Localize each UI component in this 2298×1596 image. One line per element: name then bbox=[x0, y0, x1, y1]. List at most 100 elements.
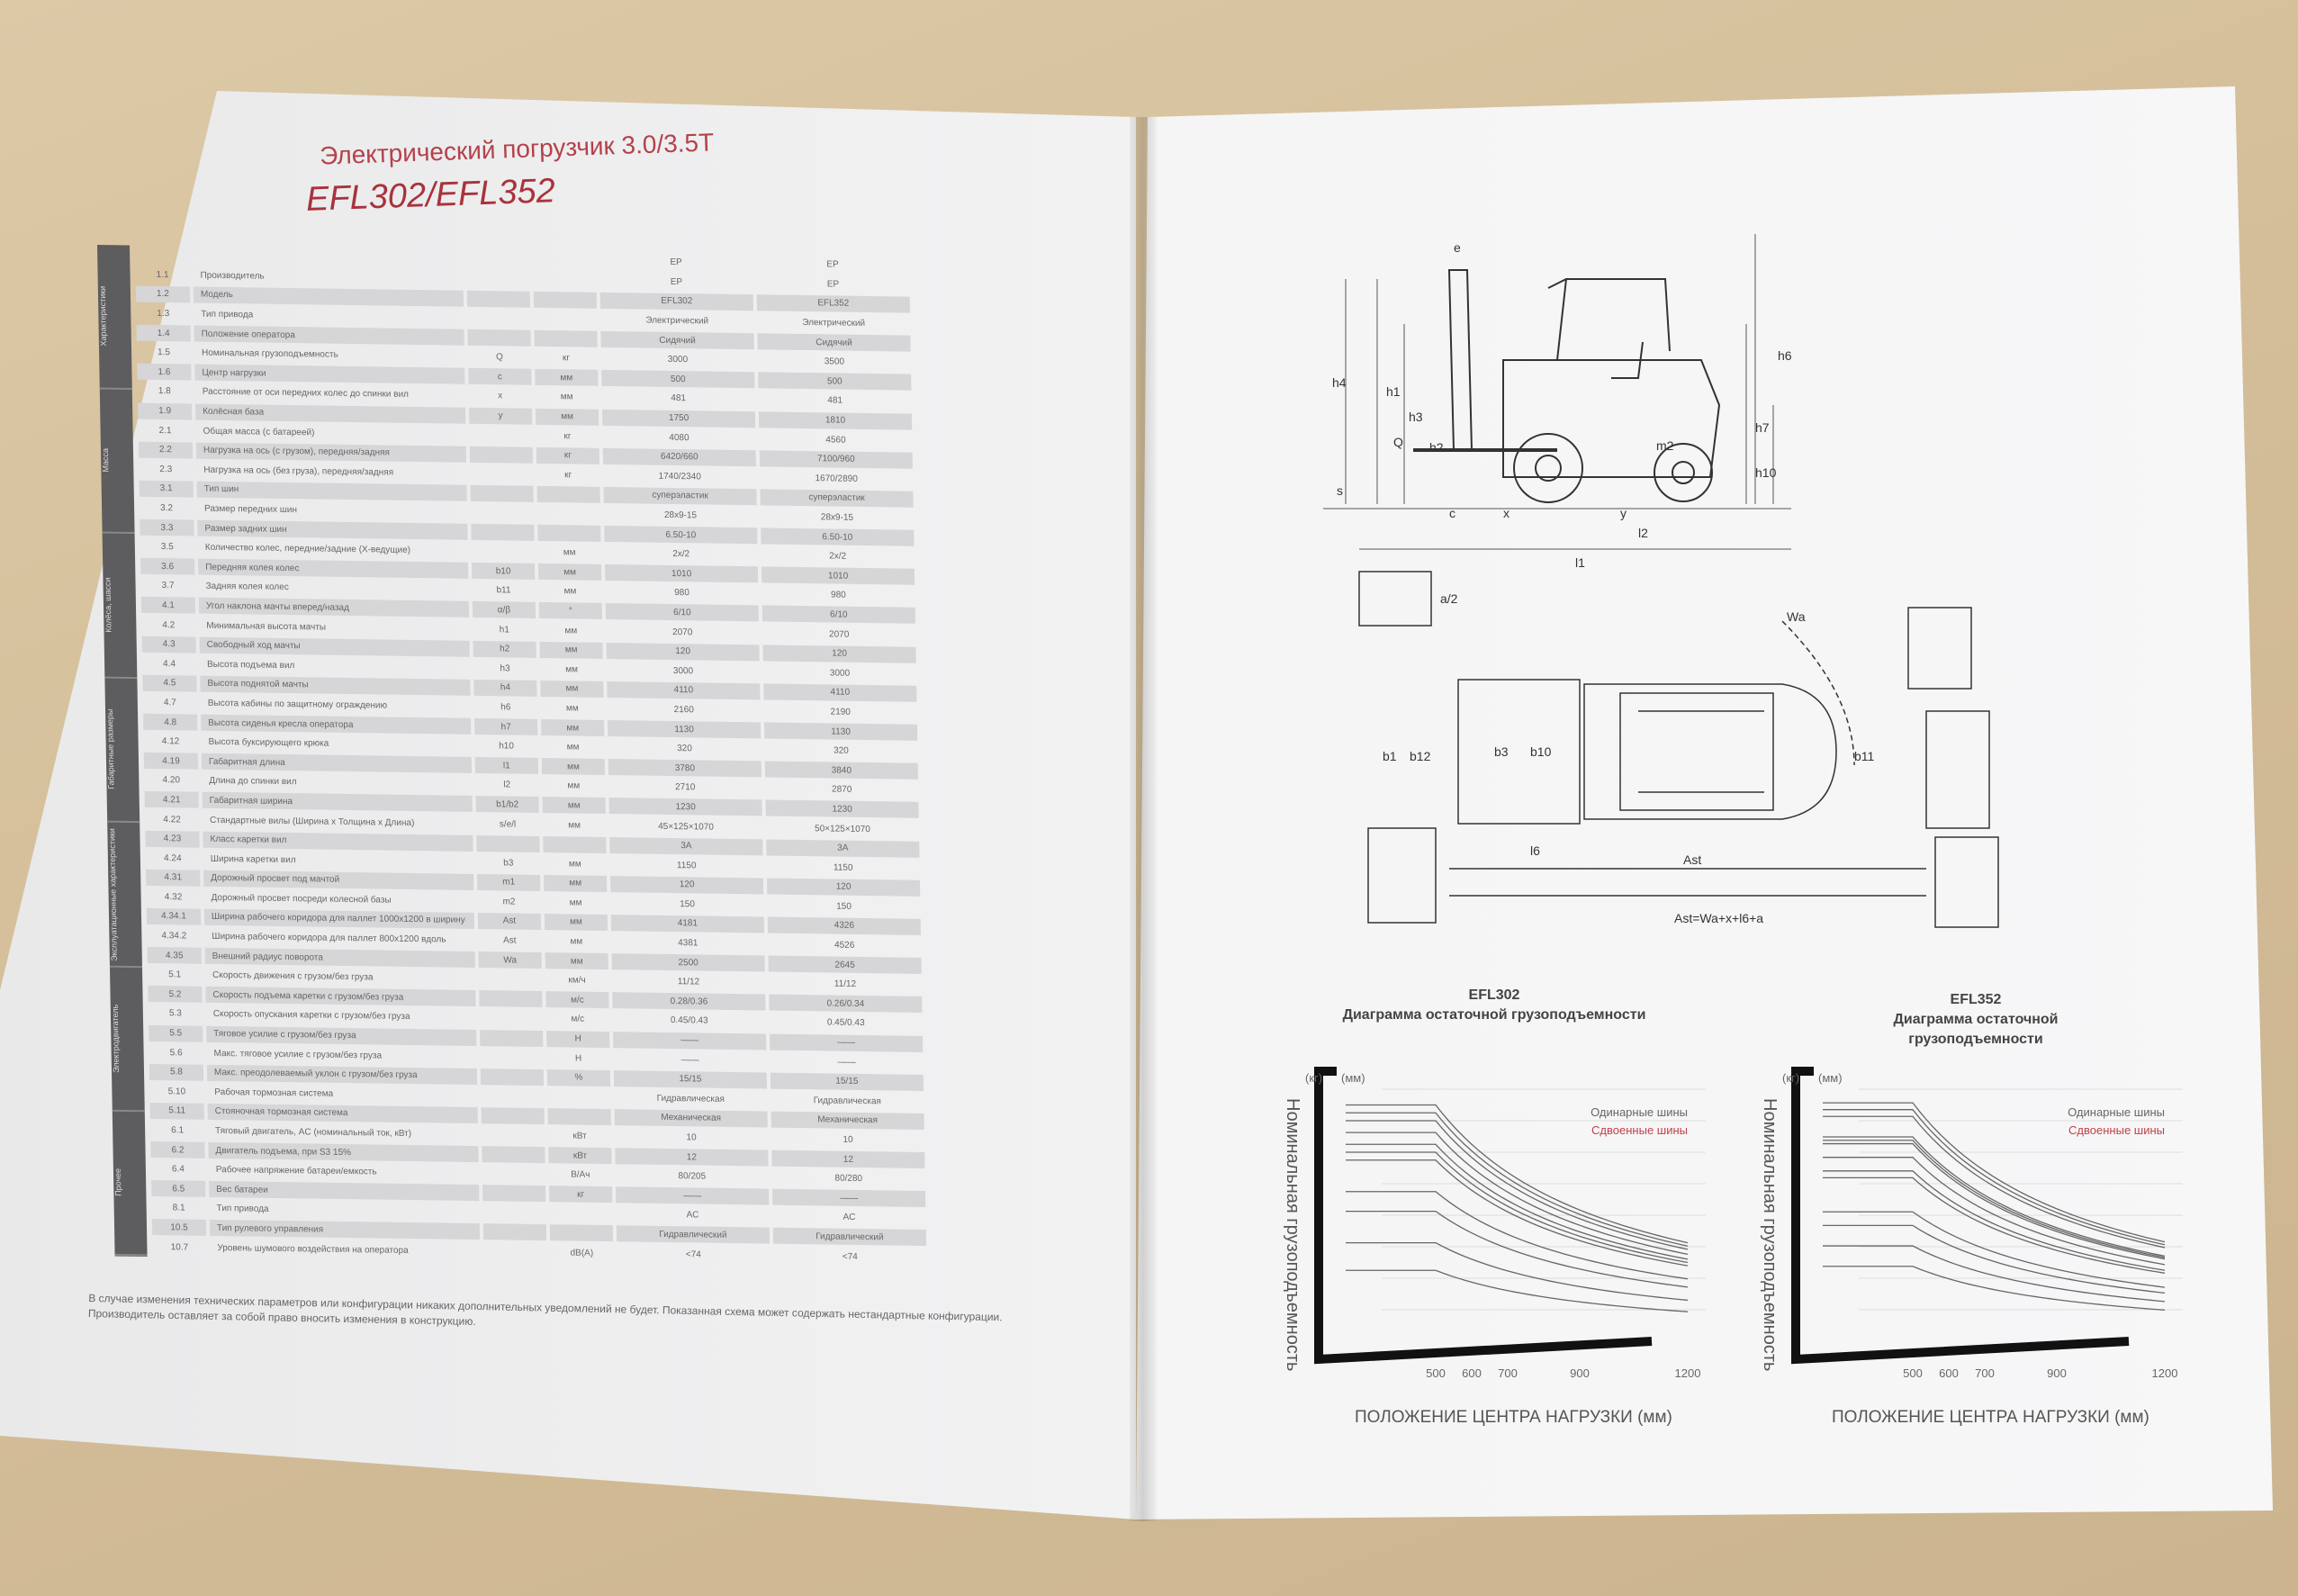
capacity-curve bbox=[1823, 1102, 2166, 1243]
row-number: 5.8 bbox=[149, 1063, 204, 1081]
row-symbol: h6 bbox=[500, 702, 511, 713]
row-label: Скорость движения с грузом/без груза bbox=[212, 970, 374, 983]
row-label: Тип привода bbox=[216, 1204, 269, 1215]
row-label: Свободный ход мачты bbox=[199, 636, 470, 657]
row-symbol bbox=[476, 834, 540, 852]
row-label: Вес батареи bbox=[209, 1181, 480, 1202]
section-label: Прочее bbox=[112, 1111, 148, 1257]
row-label: Двигатель подъема, при S3 15% bbox=[208, 1141, 479, 1163]
row-number: 2.1 bbox=[158, 425, 172, 436]
value-efl302: —— bbox=[613, 1031, 767, 1050]
row-number: 4.34.2 bbox=[161, 931, 187, 942]
dimension-label: b1 bbox=[1383, 749, 1397, 763]
header-model-1: EP bbox=[670, 257, 682, 268]
row-label: Высота сиденья кресла оператора bbox=[201, 714, 472, 735]
dimension-label: h3 bbox=[1409, 410, 1423, 424]
y-axis-label: Номинальная грузоподъемность bbox=[1760, 1098, 1780, 1371]
value-efl352: —— bbox=[837, 1057, 856, 1068]
row-label: Тяговое усилие с грузом/без груза bbox=[206, 1025, 477, 1046]
x-axis-label: ПОЛОЖЕНИЕ ЦЕНТРА НАГРУЗКИ (мм) bbox=[1832, 1408, 2149, 1427]
row-unit: м/с bbox=[545, 991, 609, 1009]
value-efl352: 12 bbox=[771, 1150, 925, 1169]
row-unit bbox=[549, 1205, 612, 1222]
y-unit: (кг) bbox=[1782, 1071, 1799, 1085]
row-symbol: m1 bbox=[477, 873, 541, 891]
row-label: Длина до спинки вил bbox=[209, 776, 297, 788]
row-symbol bbox=[466, 290, 531, 308]
value-efl352: —— bbox=[772, 1188, 926, 1208]
row-number: 4.34.1 bbox=[146, 907, 202, 925]
row-label: Высота буксирующего крюка bbox=[208, 736, 329, 749]
value-efl352: 120 bbox=[762, 645, 916, 663]
row-number: 4.22 bbox=[163, 814, 181, 825]
row-symbol bbox=[480, 1049, 543, 1066]
capacity-curve bbox=[1823, 1142, 2166, 1260]
capacity-curve bbox=[1346, 1210, 1689, 1288]
row-symbol bbox=[481, 1107, 545, 1125]
row-symbol: b11 bbox=[496, 585, 511, 596]
row-number: 1.1 bbox=[156, 269, 169, 281]
row-symbol bbox=[469, 427, 532, 444]
row-unit bbox=[547, 1108, 611, 1126]
value-efl352: 50×125×1070 bbox=[815, 823, 870, 834]
row-symbol bbox=[482, 1204, 545, 1222]
row-label: Ширина каретки вил bbox=[210, 853, 296, 865]
x-tick-label: 500 bbox=[1426, 1366, 1446, 1380]
header-model-2: EP bbox=[826, 259, 839, 270]
value-efl302: 6420/660 bbox=[602, 447, 757, 466]
dimension-label: l2 bbox=[1638, 526, 1648, 540]
row-unit: мм bbox=[544, 914, 608, 932]
chart1-model: EFL302 bbox=[1468, 987, 1520, 1003]
row-symbol bbox=[466, 271, 529, 288]
row-symbol bbox=[467, 329, 531, 347]
dimension-label: Ast=Wa+x+l6+a bbox=[1674, 911, 1763, 925]
row-label: Тип привода bbox=[201, 309, 254, 320]
section-label: Характеристики bbox=[97, 245, 132, 390]
capacity-curve bbox=[1346, 1132, 1689, 1256]
value-efl302: 6.50-10 bbox=[604, 526, 758, 545]
value-efl352: 3000 bbox=[829, 668, 851, 679]
row-number: 1.9 bbox=[138, 402, 193, 420]
row-label: Угол наклона мачты вперед/назад bbox=[198, 598, 470, 618]
row-label: Высота поднятой мачты bbox=[200, 675, 471, 696]
row-label: Размер задних шин bbox=[197, 519, 468, 540]
value-efl352: 4560 bbox=[825, 434, 846, 446]
row-symbol: y bbox=[468, 407, 533, 425]
row-symbol bbox=[480, 1029, 544, 1047]
row-symbol bbox=[467, 310, 530, 327]
row-label: Передняя колея колес bbox=[198, 558, 469, 580]
value-efl352: 2190 bbox=[830, 707, 851, 717]
row-number: 10.5 bbox=[151, 1219, 207, 1237]
row-symbol: Wa bbox=[478, 951, 542, 969]
row-unit: кг bbox=[563, 430, 572, 442]
row-number: 6.4 bbox=[171, 1164, 185, 1175]
row-unit bbox=[547, 1088, 610, 1105]
row-number: 2.3 bbox=[159, 464, 173, 475]
value-efl302: 2710 bbox=[675, 782, 696, 793]
value-efl352: 11/12 bbox=[834, 978, 857, 990]
x-tick-label: 700 bbox=[1975, 1366, 1995, 1380]
capacity-curve bbox=[1823, 1177, 2166, 1274]
value-efl302: 4110 bbox=[607, 681, 761, 700]
row-label: Уровень шумового воздействия на оператор… bbox=[217, 1242, 409, 1256]
value-efl302: 120 bbox=[606, 642, 760, 662]
chart1-title: EFL302 Диаграмма остаточной грузоподъемн… bbox=[1341, 986, 1647, 1025]
row-symbol bbox=[471, 523, 535, 541]
capacity-curve bbox=[1346, 1120, 1689, 1250]
capacity-curve bbox=[1823, 1170, 2166, 1271]
row-number: 3.2 bbox=[160, 503, 174, 514]
section-label: Электродвигатель bbox=[109, 967, 145, 1113]
row-label: Макс. преодолеваемый уклон с грузом/без … bbox=[206, 1064, 478, 1085]
x-tick-label: 500 bbox=[1903, 1366, 1923, 1380]
value-efl302: 2500 bbox=[611, 953, 765, 972]
value-efl352: 1810 bbox=[758, 410, 913, 430]
dimension-label: h2 bbox=[1429, 440, 1444, 455]
row-unit: мм bbox=[564, 625, 578, 636]
row-number: 4.23 bbox=[145, 830, 200, 848]
value-efl352: 6.50-10 bbox=[761, 527, 915, 546]
value-efl352: 6/10 bbox=[761, 605, 915, 625]
row-number: 10.7 bbox=[170, 1241, 189, 1253]
row-number: 4.21 bbox=[144, 791, 199, 809]
value-efl352: 10 bbox=[843, 1134, 853, 1145]
value-efl302: 80/205 bbox=[678, 1171, 707, 1182]
